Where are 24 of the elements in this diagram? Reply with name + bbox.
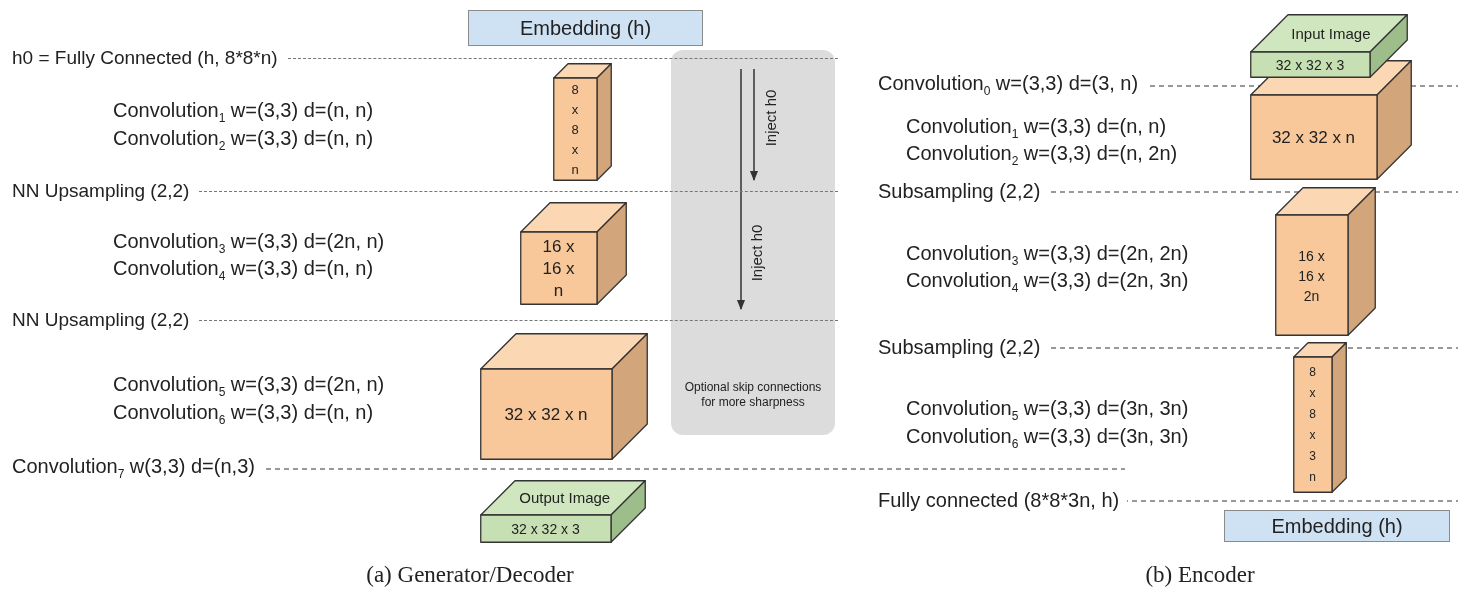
layer-label: NN Upsampling (2,2) [12, 309, 190, 331]
slab-label: 32 x 32 x 3 [1275, 57, 1345, 73]
arrow [749, 68, 759, 182]
figure-caption: (b) Encoder [1145, 562, 1255, 588]
slab-title: Output Image [519, 489, 611, 506]
cube-label: 16 x 16 x 2n [1297, 246, 1326, 306]
edge-label: Inject h0 [747, 224, 765, 282]
layer-label: Convolution$_{7}$ w(3,3) d=(n,3) [12, 455, 263, 481]
cube-label: 32 x 32 x n [1270, 126, 1357, 149]
layer-label: NN Upsampling (2,2) [12, 180, 190, 202]
embedding-layer: Embedding (h) [468, 10, 703, 46]
layer-label: h0 = Fully Connected (h, 8*8*n) [12, 47, 278, 69]
embedding-layer: Embedding (h) [1224, 510, 1450, 542]
layer-label: Convolution$_{0}$ w=(3,3) d=(3, n) [878, 72, 1147, 98]
cube-label: 32 x 32 x n [503, 403, 589, 426]
edge-label: Inject h0 [761, 89, 779, 147]
cube-label: 8 x 8 x 3 n [1308, 364, 1317, 486]
slab-title: Input Image [1291, 24, 1371, 42]
panel-note: Optional skip connections for more sharpness [683, 380, 823, 410]
cube-label: 8 x 8 x n [570, 80, 580, 179]
figure-caption: (a) Generator/Decoder [366, 562, 574, 588]
cube-label: 16 x 16 x n [541, 235, 576, 302]
slab-label: 32 x 32 x 3 [511, 521, 580, 537]
arrow [736, 68, 746, 311]
